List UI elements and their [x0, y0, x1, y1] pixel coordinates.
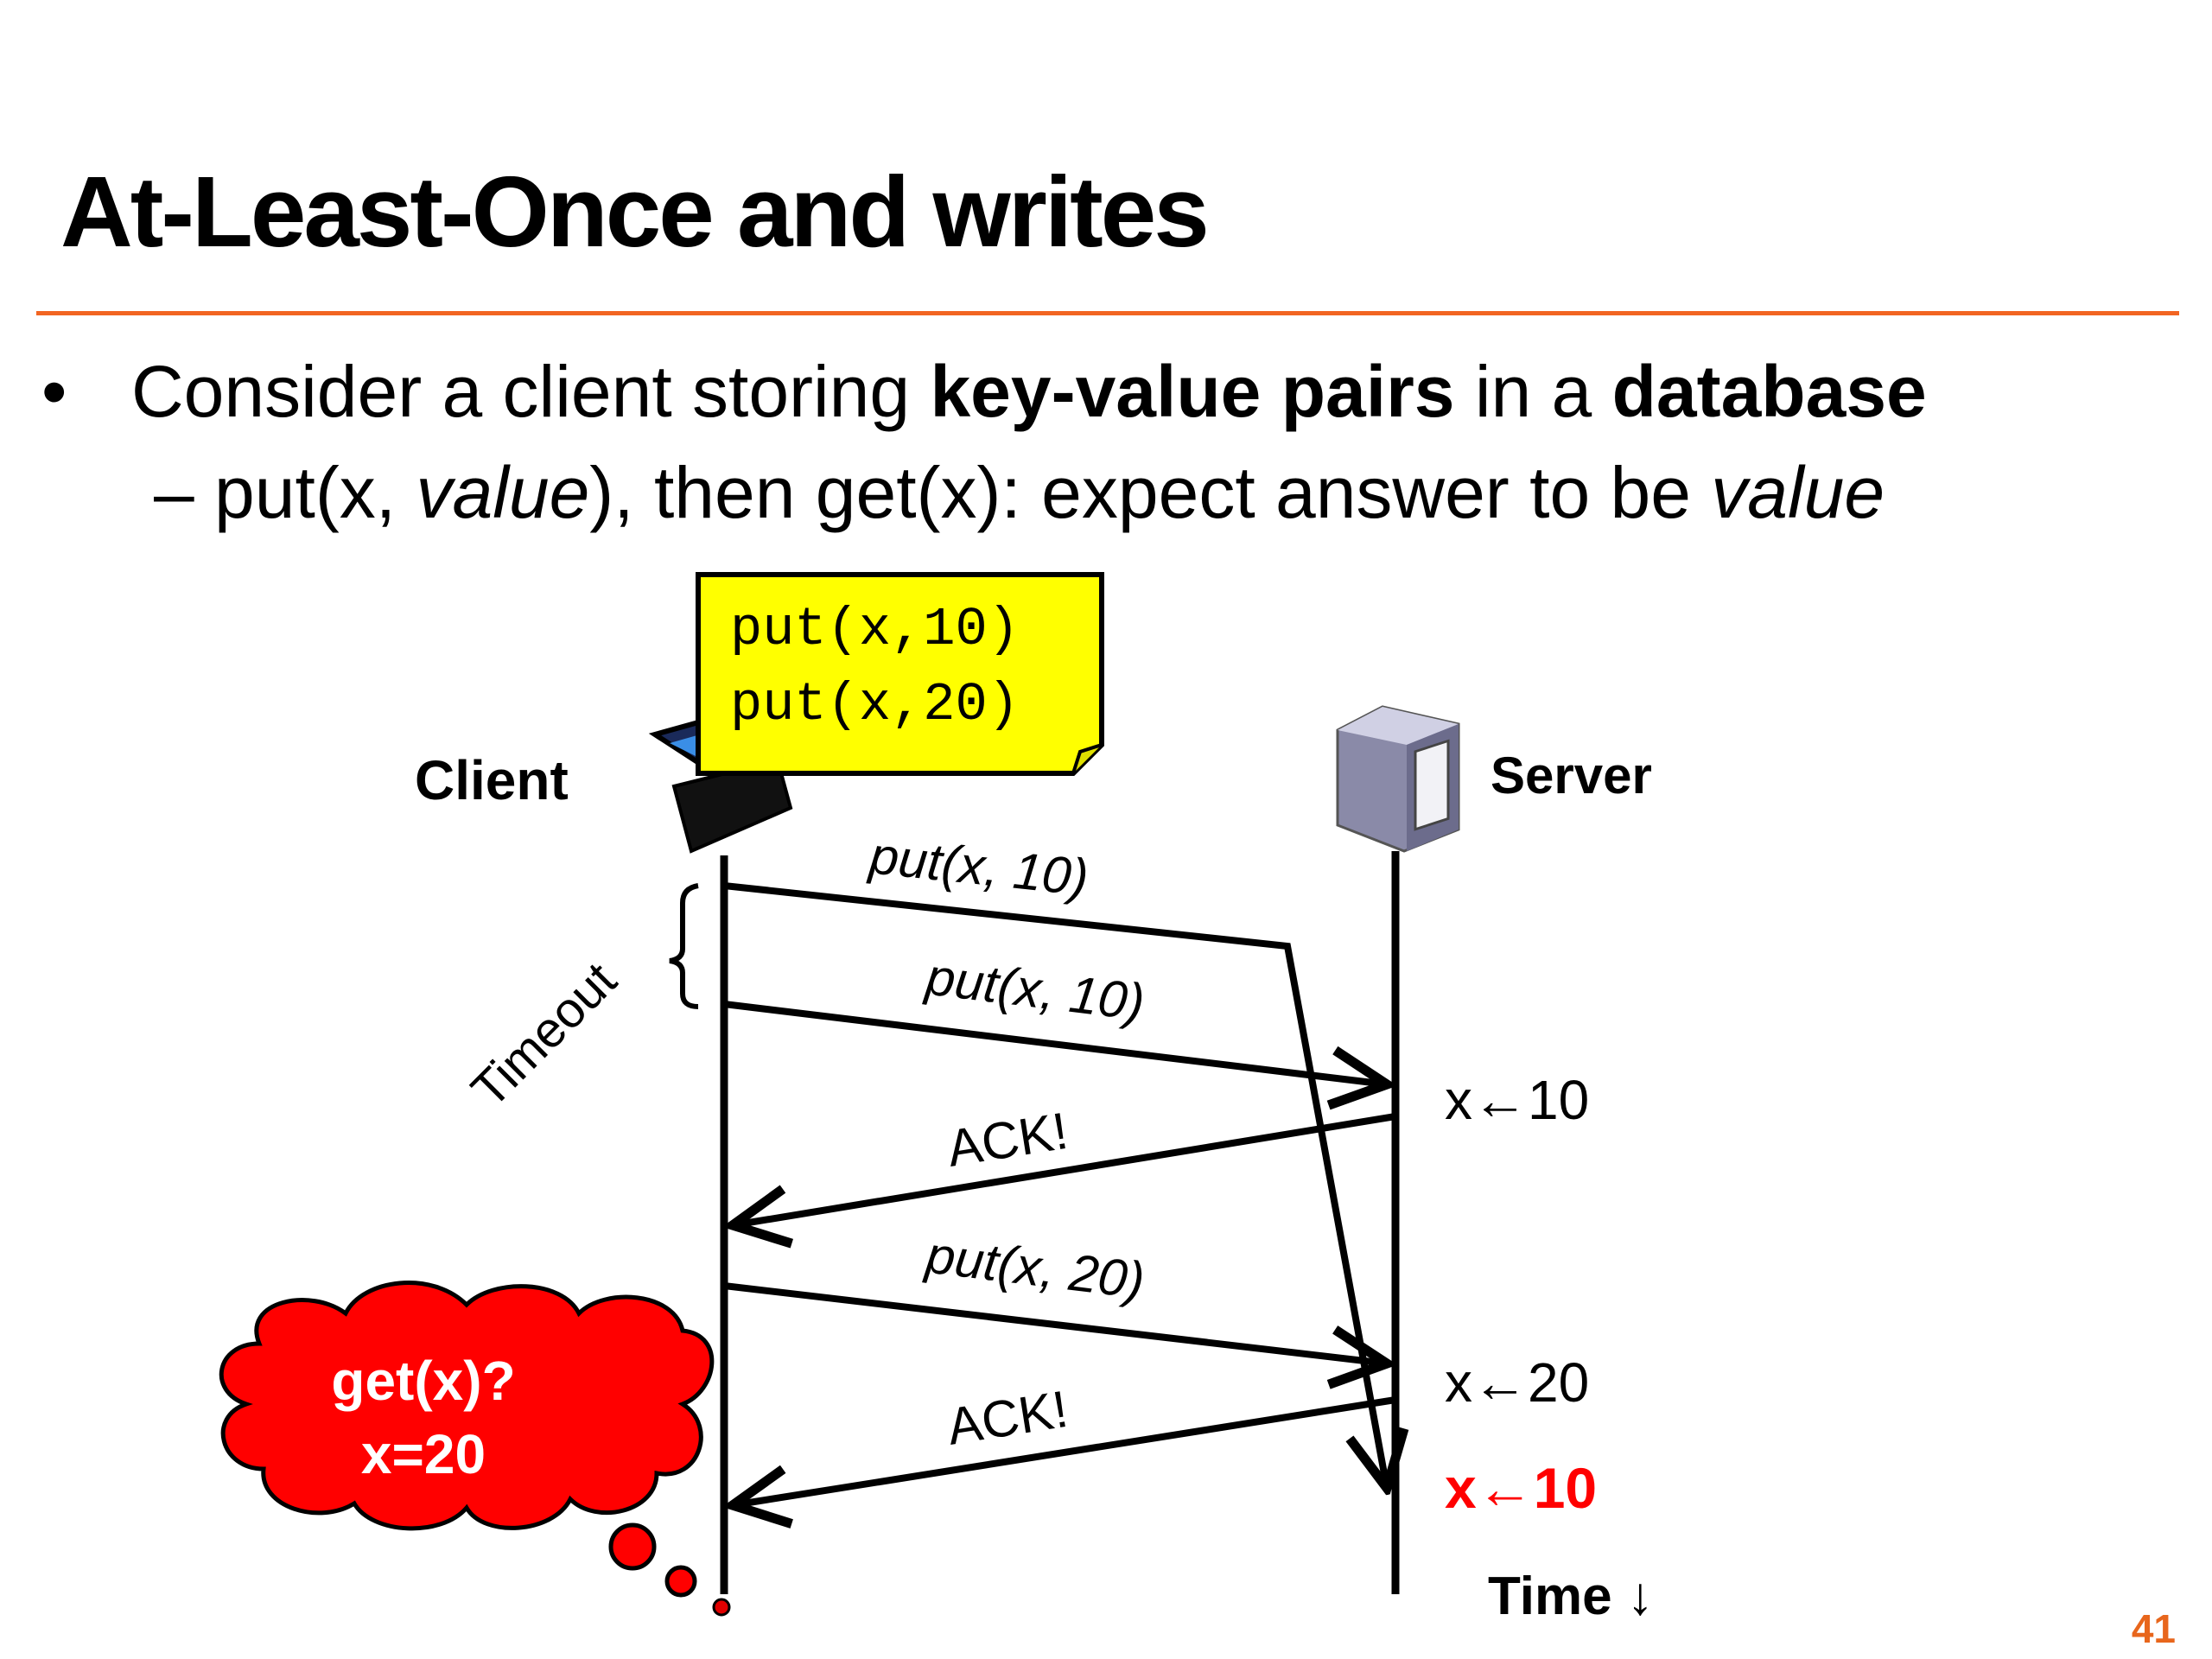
- thought-line-1: get(x)?: [331, 1350, 515, 1412]
- thought-bubble-large: [608, 1522, 657, 1571]
- server-icon: [1336, 705, 1460, 853]
- thought-bubble-small: [664, 1565, 697, 1598]
- msg-ack1-label: ACK!: [944, 1102, 1072, 1178]
- slide-title: At-Least-Once and writes: [60, 156, 1210, 268]
- sticky-note: put(x,10) put(x,20): [696, 572, 1104, 776]
- arrow-put1-delayed: [723, 882, 1387, 1488]
- bullet-marker: •: [41, 351, 67, 432]
- sub-bullet-marker: –: [154, 452, 194, 533]
- slide-number: 41: [2131, 1606, 2176, 1651]
- bullet-sub: – put(x, value), then get(x): expect ans…: [154, 451, 1885, 535]
- thought-line-2: x=20: [361, 1423, 486, 1485]
- server-label: Server: [1491, 747, 1652, 804]
- arrow-ack1: [733, 1113, 1396, 1225]
- timeout-label: Timeout: [461, 952, 627, 1119]
- bullet-text-2: in a: [1454, 351, 1612, 432]
- client-timeline-end: [712, 1598, 731, 1617]
- msg-ack2-label: ACK!: [944, 1380, 1072, 1456]
- msg-put1-retry-label: put(x, 10): [921, 947, 1147, 1032]
- arrow-ack2: [733, 1396, 1396, 1505]
- note-line-1: put(x,10): [730, 599, 1020, 660]
- server-event-1: x←10: [1445, 1069, 1589, 1131]
- client-label: Client: [415, 749, 569, 811]
- arrow-put1-retry: [723, 1001, 1387, 1084]
- sub-bullet-text-1: put(x,: [194, 452, 416, 533]
- time-axis-label: Time ↓: [1488, 1567, 1654, 1626]
- note-line-2: put(x,20): [730, 674, 1020, 735]
- arrow-put2: [723, 1282, 1387, 1363]
- bullet-main: • Consider a client storing key-value pai…: [41, 350, 1927, 434]
- timeout-brace: [669, 883, 699, 1009]
- server-event-stale: x←10: [1445, 1456, 1597, 1520]
- bullet-text-1: Consider a client storing: [131, 351, 931, 432]
- msg-put2-label: put(x, 20): [921, 1225, 1147, 1310]
- thought-cloud: get(x)? x=20: [219, 1281, 715, 1598]
- title-rule: [36, 311, 2179, 315]
- bullet-text-bold-2: database: [1611, 351, 1927, 432]
- msg-put1-label: put(x, 10): [866, 826, 1091, 906]
- sub-bullet-italic-1: value: [416, 452, 590, 533]
- bullet-text-bold-1: key-value pairs: [930, 351, 1455, 432]
- sub-bullet-italic-2: value: [1711, 452, 1885, 533]
- sub-bullet-text-2: ), then get(x): expect answer to be: [589, 452, 1712, 533]
- server-event-2: x←20: [1445, 1351, 1589, 1414]
